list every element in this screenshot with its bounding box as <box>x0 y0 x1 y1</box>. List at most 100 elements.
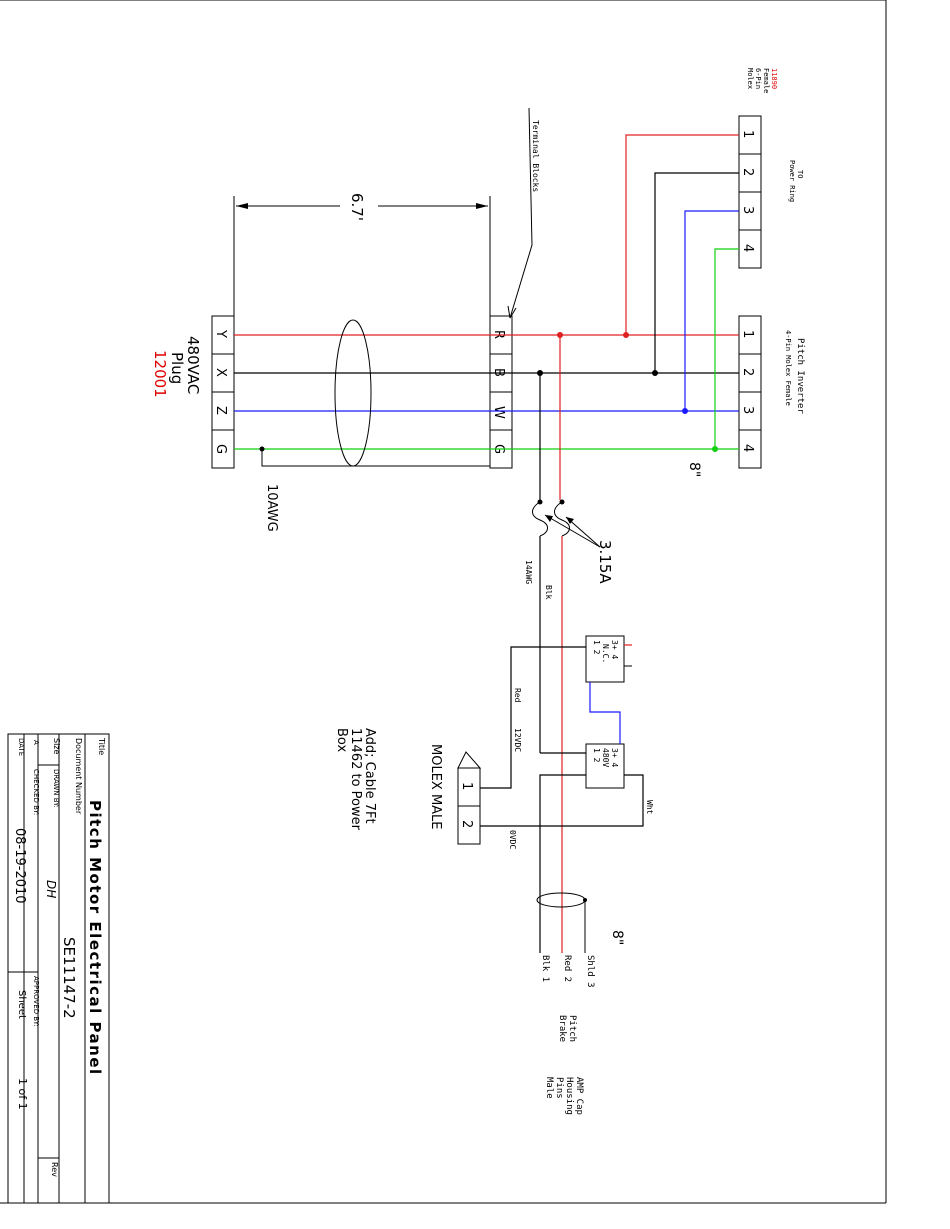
power-ring-label: TO Power Ring <box>788 160 804 202</box>
title-label: Title <box>97 737 106 755</box>
svg-text:Plug: Plug <box>168 352 186 384</box>
molex-male-connector: 1 2 <box>457 751 482 845</box>
doc-number-label: Document Number <box>74 738 83 815</box>
brake-lead-label: 8" <box>609 930 625 945</box>
inverter-pin-3: 3 <box>740 406 755 414</box>
inverter-lead-label: 8" <box>686 462 702 477</box>
junction-green <box>712 446 718 452</box>
inverter-pin-4: 4 <box>740 444 755 452</box>
fuse-black <box>532 499 548 537</box>
molex6-connector: 1 2 3 4 <box>738 115 762 269</box>
inverter-label: Pitch Inverter 4-Pin Molex Female <box>784 330 805 414</box>
svg-text:Add; Cable 7Ft: Add; Cable 7Ft <box>362 728 377 824</box>
junction-red-1 <box>623 332 629 338</box>
fuse-arrow-1 <box>545 515 553 522</box>
plug-pin-x: X <box>213 368 228 377</box>
plug-pin-y: Y <box>213 329 228 338</box>
svg-text:3+ 4: 3+ 4 <box>610 640 619 659</box>
junction-shield <box>583 898 587 902</box>
svg-text:Shld 3: Shld 3 <box>585 955 595 988</box>
terminal-pin-w: W <box>491 406 506 419</box>
checked-by-label: CHECKED BY: <box>32 769 40 815</box>
molex-male-pin-2: 2 <box>459 820 474 828</box>
date-label: DATE <box>17 738 25 756</box>
svg-text:AMP Cap: AMP Cap <box>574 1077 584 1115</box>
svg-text:Pins: Pins <box>554 1077 564 1099</box>
svg-text:Power Ring: Power Ring <box>788 160 796 202</box>
wire-label-wht: Wht <box>645 800 654 815</box>
wire-0vdc <box>480 774 644 827</box>
terminal-leader <box>509 107 533 319</box>
approved-by-label: APPROVED BY: <box>32 976 40 1026</box>
wire-label-blk: Blk <box>544 585 553 600</box>
svg-text:6-Pin: 6-Pin <box>754 68 762 89</box>
junction-ground <box>259 446 265 452</box>
svg-text:480V: 480V <box>601 748 610 767</box>
wire-green-molex <box>714 248 739 449</box>
wire-black-molex <box>654 172 739 373</box>
cable-note: Add; Cable 7Ft 11462 to Power Box <box>334 728 377 831</box>
inverter-pin-2: 2 <box>740 368 755 376</box>
drawn-by-label: DRAWN BY: <box>52 769 60 808</box>
junction-black-1 <box>652 370 658 376</box>
wire-label-0vdc: 0VDC <box>508 830 517 849</box>
molex6-pin-1: 1 <box>740 130 755 138</box>
terminal-block: R B W G <box>489 315 513 469</box>
molex6-label: Molex 6-Pin Female 11890 <box>746 68 778 93</box>
wire-brake-blk <box>539 774 586 953</box>
svg-text:TO: TO <box>796 170 804 178</box>
svg-text:Blk 1: Blk 1 <box>540 955 550 982</box>
size-value: A <box>32 740 40 745</box>
svg-text:Housing: Housing <box>564 1077 574 1115</box>
drawing-title: Pitch Motor Electrical Panel <box>86 800 104 1076</box>
terminal-blocks-label: Terminal Blocks <box>531 120 540 192</box>
brake-wire-labels: Shld 3 Red 2 Blk 1 <box>540 955 595 988</box>
cable-length-dimension: 6.7' <box>233 188 491 316</box>
doc-number: SE11147-2 <box>60 937 78 1019</box>
relay-480v: 3+ 4 480V 1 2 <box>585 743 625 789</box>
relay-nc: 3+ 4 N.C. 1 2 <box>585 635 625 683</box>
svg-text:1 2: 1 2 <box>592 640 601 655</box>
date-value: 08-19-2010 <box>12 828 27 904</box>
plug-pin-z: Z <box>213 406 228 415</box>
fuse-red <box>554 499 570 537</box>
svg-text:480VAC: 480VAC <box>184 336 202 394</box>
svg-text:Molex: Molex <box>746 68 754 89</box>
svg-text:Pitch Inverter: Pitch Inverter <box>795 338 805 414</box>
fuse-leader-2 <box>565 516 601 548</box>
svg-text:Red 2: Red 2 <box>562 955 572 982</box>
fuse-leader-1 <box>544 514 601 548</box>
sheet-value: 1 of 1 <box>16 1078 29 1110</box>
title-block: Title Pitch Motor Electrical Panel Docum… <box>7 733 110 1204</box>
brake-shield <box>536 892 586 908</box>
fuse-arrow-2 <box>566 517 574 524</box>
svg-text:Brake: Brake <box>557 1015 567 1042</box>
plug-connector: Y X Z G <box>211 315 235 469</box>
svg-text:Pitch: Pitch <box>567 1015 577 1042</box>
inverter-connector: 1 2 3 4 <box>738 315 762 469</box>
molex-male-label: MOLEX MALE <box>428 744 443 830</box>
amp-housing-label: AMP Cap Housing Pins Male <box>544 1077 584 1115</box>
svg-text:11890: 11890 <box>770 68 778 89</box>
wire-label-12vdc: 12VDC <box>513 728 522 752</box>
fuse-rating-label: 3.15A <box>596 540 614 584</box>
plug-label: 480VAC Plug 12001 <box>151 336 202 398</box>
svg-text:4-Pin Molex Female: 4-Pin Molex Female <box>784 330 792 406</box>
cable-length-label: 6.7' <box>348 193 366 221</box>
svg-text:11462 to Power: 11462 to Power <box>348 728 363 831</box>
drawn-by: DH <box>44 880 58 898</box>
plug-pin-g: G <box>213 444 228 454</box>
size-label: Size <box>52 738 61 755</box>
molex6-pin-4: 4 <box>740 244 755 252</box>
inverter-pin-1: 1 <box>740 330 755 338</box>
molex-male-pin-1: 1 <box>459 782 474 790</box>
cable-gauge-label: 10AWG <box>264 484 279 532</box>
svg-text:Female: Female <box>762 68 770 93</box>
junction-blue <box>682 408 688 414</box>
sheet-label: Sheet <box>16 990 27 1019</box>
rev-label: Rev <box>50 1162 59 1177</box>
svg-text:Male: Male <box>544 1077 554 1099</box>
cable-bundle <box>334 319 372 467</box>
wire-red-molex <box>625 134 739 335</box>
